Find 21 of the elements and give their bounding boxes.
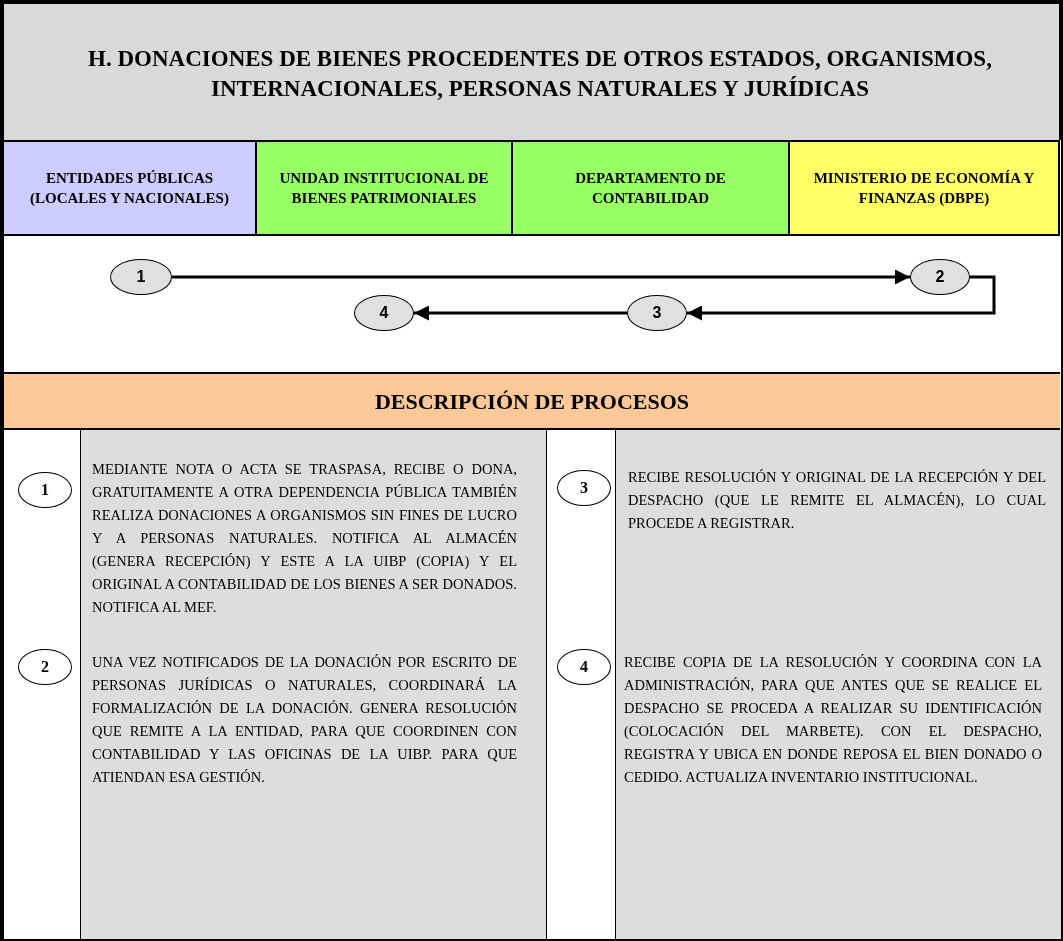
process-description: UNA VEZ NOTIFICADOS DE LA DONACIÓN POR ESCRITO DE PERSONAS JURÍDICAS O NATURALES, COORDINARÁ LA FORMALIZACIÓN DE LA DONACIÓN. GENERA RESOLUCIÓN QUE REMITE A LA ENTIDAD, PARA QUE COORDINEN CON CONTABILIDAD Y LAS OFICINAS DE LA UIBP. PARA QUE ATIENDAN ESA GESTIÓN.: [92, 653, 517, 787]
lane-header: ENTIDADES PÚBLICAS (LOCALES Y NACIONALES): [4, 140, 257, 236]
arrow: [172, 269, 910, 285]
step-ellipse: 4: [354, 295, 414, 331]
step-circle: 3: [557, 470, 611, 506]
title: H. DONACIONES DE BIENES PROCEDENTES DE OTROS ESTADOS, ORGANISMOS, INTERNACIONALES, PERSONAS NATURALES Y JURÍDICAS: [87, 45, 993, 103]
arrow: [687, 275, 996, 321]
step-ellipse: 3: [627, 295, 687, 331]
process-description: RECIBE COPIA DE LA RESOLUCIÓN Y COORDINA CON LA ADMINISTRACIÓN, PARA QUE ANTES QUE SE REALICE EL DESPACHO SE PROCEDA A REALIZAR SU IDENTIFICACIÓN (COLOCACIÓN DEL MARBETE). CON EL DESPACHO, REGISTRA Y UBICA EN DONDE REPOSA EL BIEN DONADO O CEDIDO. ACTUALIZA INVENTARIO INSTITUCIONAL.: [624, 653, 1042, 787]
section-header: DESCRIPCIÓN DE PROCESOS: [4, 372, 1060, 430]
step-ellipse: 1: [110, 259, 172, 295]
step-ellipse: 2: [910, 259, 970, 295]
step-circle: 4: [557, 649, 611, 685]
lane-header: DEPARTAMENTO DE CONTABILIDAD: [513, 140, 790, 236]
lane-header: UNIDAD INSTITUCIONAL DE BIENES PATRIMONIALES: [257, 140, 513, 236]
process-description: RECIBE RESOLUCIÓN Y ORIGINAL DE LA RECEPCIÓN Y DEL DESPACHO (QUE LE REMITE EL ALMACÉN), LO CUAL PROCEDE A REGISTRAR.: [628, 468, 1046, 533]
lane-header: MINISTERIO DE ECONOMÍA Y FINANZAS (DBPE): [790, 140, 1060, 236]
step-circle: 1: [18, 472, 72, 508]
step-circle: 2: [18, 649, 72, 685]
process-description: MEDIANTE NOTA O ACTA SE TRASPASA, RECIBE O DONA, GRATUITAMENTE A OTRA DEPENDENCIA PÚBLICA TAMBIÉN REALIZA DONACIONES A ORGANISMOS SIN FINES DE LUCRO Y A PERSONAS NATURALES. NOTIFICA AL ALMACÉN (GENERA RECEPCIÓN) Y ESTE A LA UIBP (COPIA) Y EL ORIGINAL A CONTABILIDAD DE LOS BIENES A SER DONADOS. NOTIFICA AL MEF.: [92, 460, 517, 617]
arrow: [414, 305, 627, 321]
